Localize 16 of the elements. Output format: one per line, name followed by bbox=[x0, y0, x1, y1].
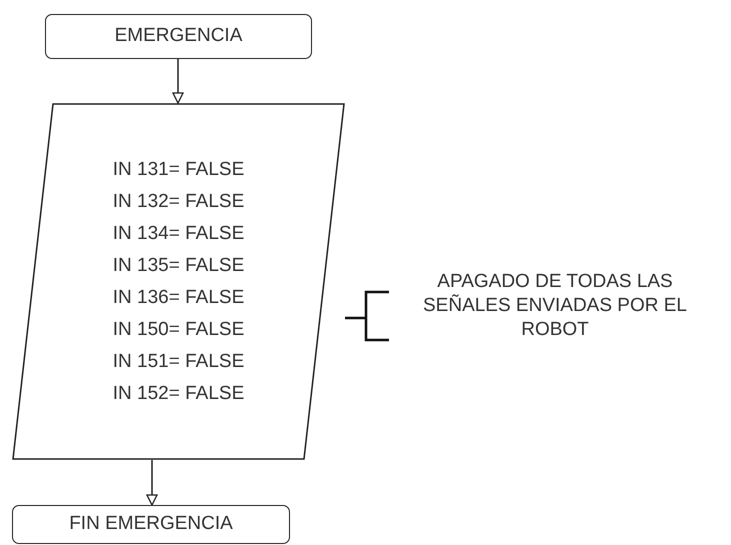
annotation-text: APAGADO DE TODAS LAS SEÑALES ENVIADAS POR EL ROBOT bbox=[422, 270, 688, 342]
terminal-box bbox=[45, 14, 312, 59]
statement-text: IN 131= FALSE bbox=[112, 158, 244, 182]
statement-text: IN 150= FALSE bbox=[112, 318, 244, 342]
node-label: FIN EMERGENCIA bbox=[69, 513, 233, 536]
statement-text: IN 136= FALSE bbox=[112, 286, 244, 310]
statement-text: IN 151= FALSE bbox=[112, 350, 244, 374]
statement-text: IN 135= FALSE bbox=[112, 254, 244, 278]
arrow bbox=[172, 59, 184, 104]
data-parallelogram bbox=[12, 103, 345, 460]
statement-text: IN 152= FALSE bbox=[112, 382, 244, 406]
terminal-box bbox=[12, 505, 290, 544]
statement-text: IN 134= FALSE bbox=[112, 222, 244, 246]
statement-text: IN 132= FALSE bbox=[112, 190, 244, 214]
node-label: EMERGENCIA bbox=[114, 25, 242, 48]
arrow bbox=[146, 460, 158, 506]
